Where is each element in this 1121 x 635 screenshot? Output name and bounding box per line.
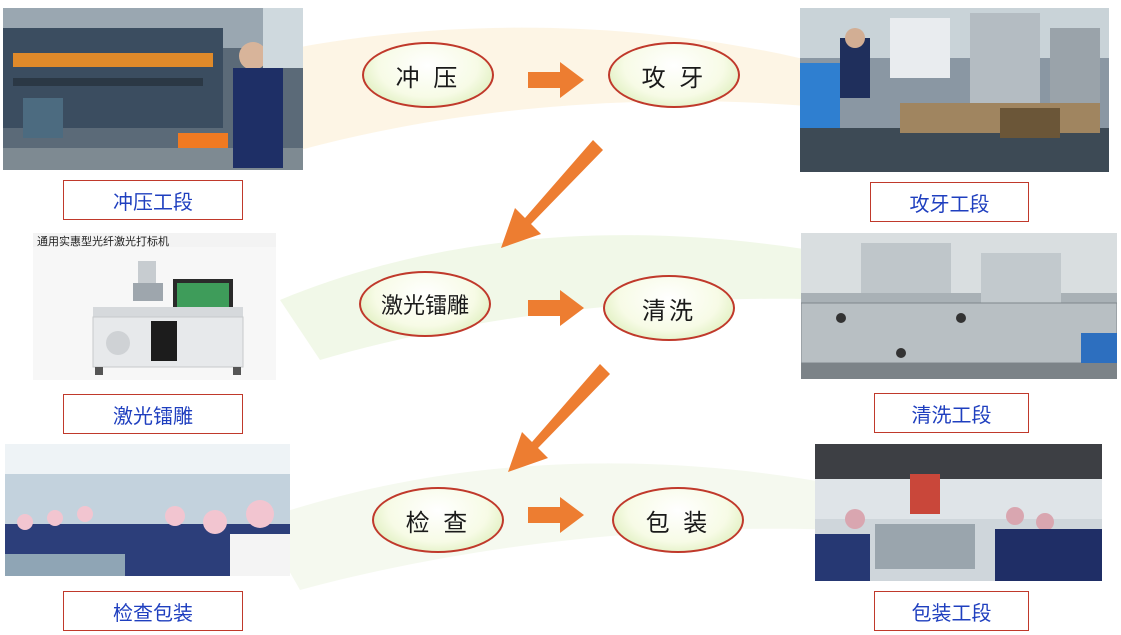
step-packing: 包 装 xyxy=(612,487,744,553)
step-inspection: 检 查 xyxy=(372,487,504,553)
stamping-photo xyxy=(3,8,303,170)
caption-tapping-section: 攻牙工段 xyxy=(870,182,1029,222)
tapping-photo xyxy=(800,8,1109,172)
laser-machine-photo: 通用实惠型光纤激光打标机 xyxy=(33,233,276,380)
arrow-right-1 xyxy=(528,62,584,98)
caption-packing-section: 包装工段 xyxy=(874,591,1029,631)
caption-stamping-section: 冲压工段 xyxy=(63,180,243,220)
arrow-right-2 xyxy=(528,290,584,326)
step-stamping: 冲 压 xyxy=(362,42,494,108)
packing-photo xyxy=(815,444,1102,581)
caption-inspection-packing: 检查包装 xyxy=(63,591,243,631)
arrow-diagonal-2 xyxy=(508,364,610,472)
step-tapping: 攻 牙 xyxy=(608,42,740,108)
arrow-diagonal-1 xyxy=(501,140,603,248)
cleaning-photo xyxy=(801,233,1117,379)
inspection-photo xyxy=(5,444,290,576)
caption-laser-engraving: 激光镭雕 xyxy=(63,394,243,434)
arrow-right-3 xyxy=(528,497,584,533)
step-cleaning: 清洗 xyxy=(603,275,735,341)
caption-cleaning-section: 清洗工段 xyxy=(874,393,1029,433)
step-laser-engraving: 激光镭雕 xyxy=(359,271,491,337)
laser-machine-title: 通用实惠型光纤激光打标机 xyxy=(37,235,169,248)
